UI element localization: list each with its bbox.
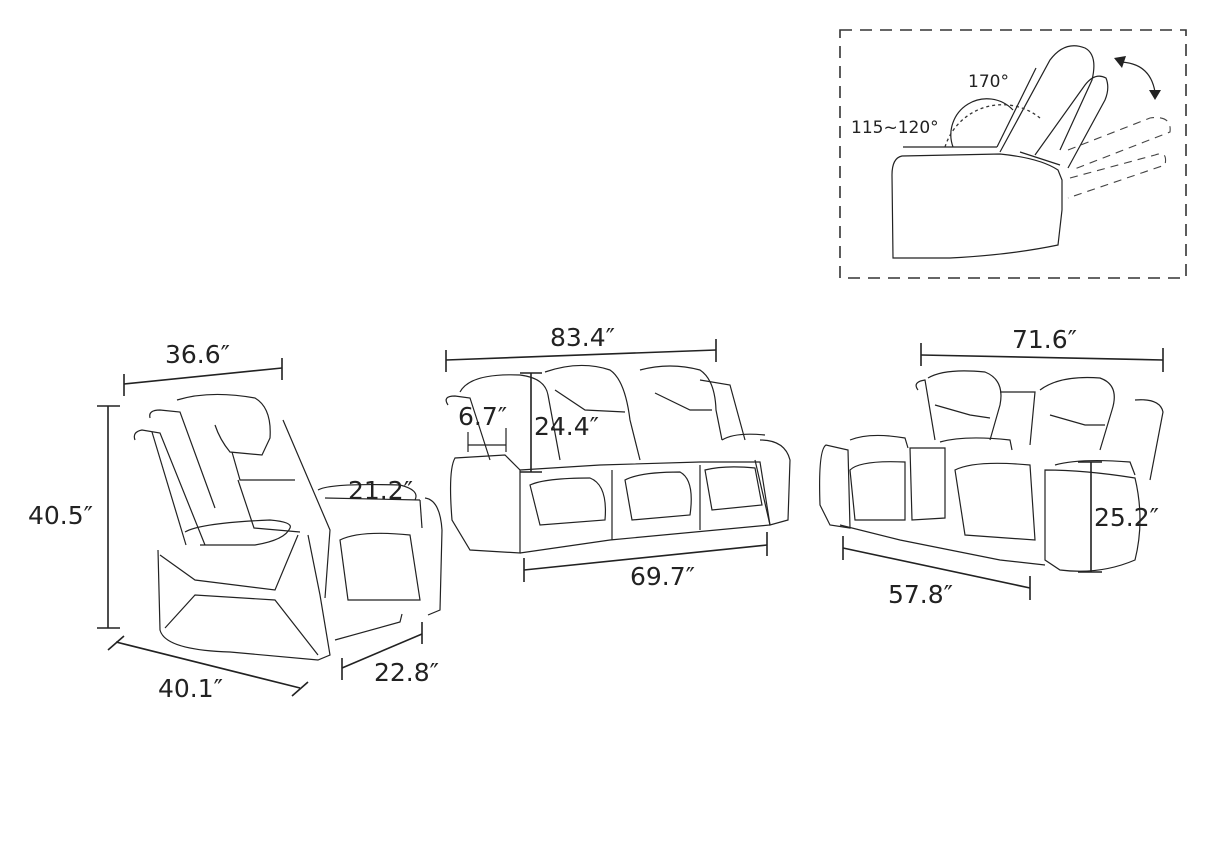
recliner-depth-label: 40.1″ bbox=[158, 674, 224, 703]
recline-max-angle-label: 170° bbox=[968, 72, 1009, 92]
recliner-width-label: 36.6″ bbox=[165, 340, 231, 369]
sofa-back-height-label: 24.4″ bbox=[534, 412, 600, 441]
recliner-drawing bbox=[97, 358, 443, 697]
sofa-width-label: 83.4″ bbox=[550, 323, 616, 352]
sofa-drawing bbox=[445, 339, 791, 582]
loveseat-width-label: 71.6″ bbox=[1012, 325, 1078, 354]
loveseat-drawing bbox=[819, 343, 1164, 600]
sofa-cupholder-label: 6.7″ bbox=[458, 402, 508, 431]
recline-inset bbox=[839, 29, 1187, 279]
recliner-armrest-label: 21.2″ bbox=[348, 476, 414, 505]
sofa-seat-width-label: 69.7″ bbox=[630, 562, 696, 591]
recliner-seat-depth-label: 22.8″ bbox=[374, 658, 440, 687]
loveseat-arm-height-label: 25.2″ bbox=[1094, 503, 1160, 532]
recline-range-angle-label: 115~120° bbox=[851, 118, 939, 138]
recliner-height-label: 40.5″ bbox=[28, 501, 94, 530]
loveseat-seat-width-label: 57.8″ bbox=[888, 580, 954, 609]
